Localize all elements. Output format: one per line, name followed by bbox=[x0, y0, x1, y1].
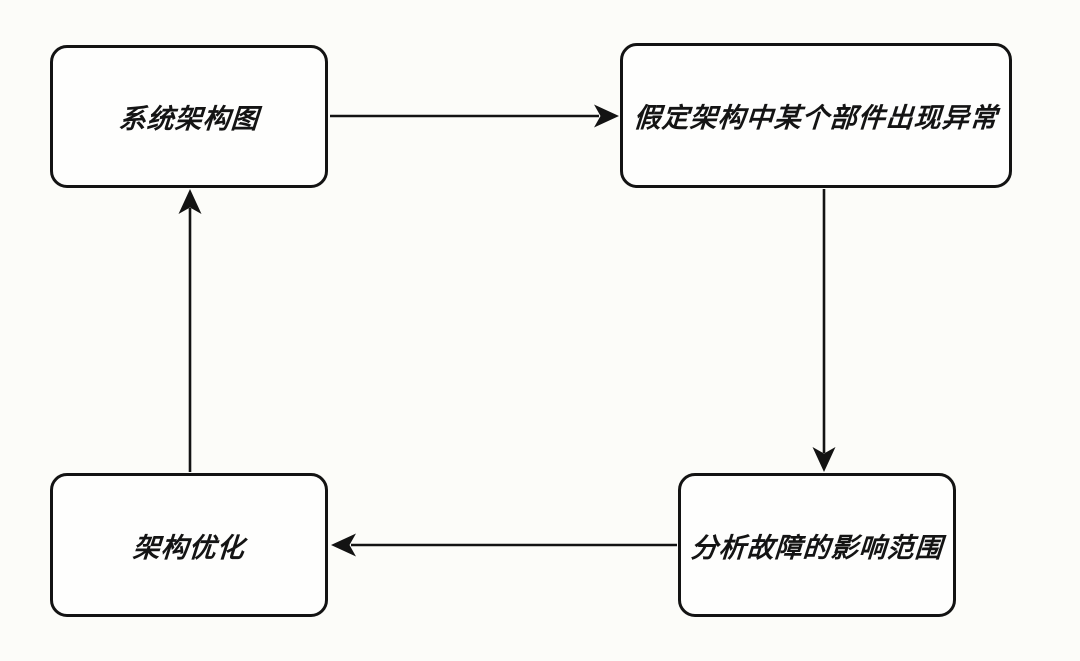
arrow-optimize-to-system bbox=[178, 189, 202, 472]
node-optimize-architecture: 架构优化 bbox=[50, 473, 328, 617]
node-analyze-impact-label: 分析故障的影响范围 bbox=[689, 532, 944, 563]
node-system-architecture-label: 系统架构图 bbox=[117, 104, 260, 134]
node-system-architecture: 系统架构图 bbox=[50, 45, 328, 188]
arrow-analyze-to-optimize bbox=[331, 533, 677, 557]
node-assume-fault: 假定架构中某个部件出现异常 bbox=[620, 43, 1012, 188]
node-analyze-impact: 分析故障的影响范围 bbox=[678, 473, 956, 617]
node-assume-fault-label: 假定架构中某个部件出现异常 bbox=[632, 103, 999, 133]
arrow-assume-to-analyze bbox=[812, 189, 836, 472]
node-optimize-architecture-label: 架构优化 bbox=[131, 532, 246, 563]
arrow-system-to-assume bbox=[330, 104, 619, 128]
